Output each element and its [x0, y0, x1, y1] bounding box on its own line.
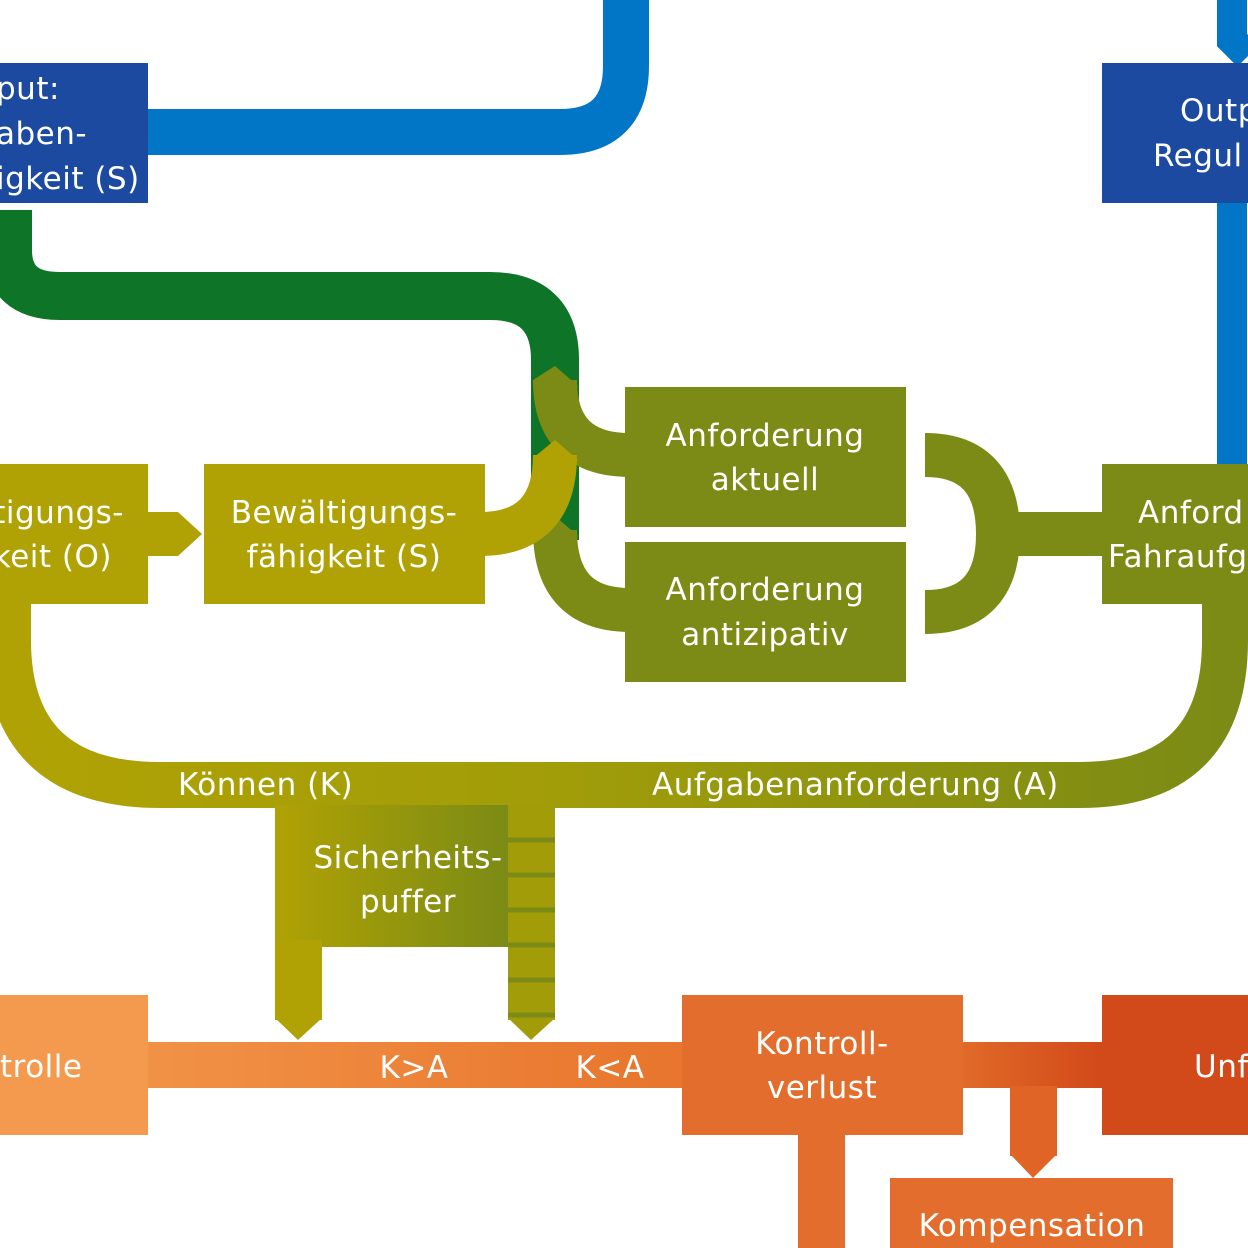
kontrollverlust-label: Kontroll- verlust	[755, 1026, 889, 1106]
anforderung-antizipativ-box	[625, 542, 906, 682]
bewaeltigung-s-box	[204, 464, 485, 604]
svg-text:fähigkeit (S): fähigkeit (S)	[247, 539, 442, 575]
koennen-label: Können (K)	[178, 767, 353, 803]
bewaeltigung-o-box	[0, 464, 148, 604]
kontrollverlust-box	[682, 995, 963, 1135]
merge-connector	[995, 512, 1110, 556]
anforderung-fahraufgabe-box	[1102, 464, 1248, 604]
svg-text:Sicherheits-: Sicherheits-	[313, 840, 502, 876]
svg-text:Kontroll-: Kontroll-	[755, 1026, 889, 1062]
svg-text:antizipativ: antizipativ	[681, 617, 849, 653]
svg-text:aben-: aben-	[0, 116, 87, 152]
sicherheitspuffer-box	[275, 805, 508, 947]
kompensation-label: Kompensation	[919, 1208, 1146, 1244]
svg-text:igkeit (S): igkeit (S)	[0, 161, 140, 197]
anforderung-aktuell-box	[625, 387, 906, 527]
input-box	[0, 63, 148, 203]
arrow-down-icon	[1010, 1154, 1057, 1178]
unfall-label: Unf	[1194, 1049, 1248, 1085]
arrow-down-icon	[275, 1018, 322, 1040]
kontrollverlust-stem	[798, 1135, 845, 1248]
puffer-stem-left	[275, 940, 322, 1020]
bewaeltigung-s-label: Bewältigungs- fähigkeit (S)	[231, 495, 458, 575]
aufgabenanforderung-label: Aufgabenanforderung (A)	[652, 767, 1059, 803]
input-box-label: put: aben- igkeit (S)	[0, 71, 140, 197]
green-feedback-line	[0, 210, 579, 540]
svg-text:Outp: Outp	[1180, 93, 1248, 129]
svg-text:tigungs-: tigungs-	[0, 495, 124, 531]
unfall-box	[1102, 995, 1248, 1135]
svg-text:Bewältigungs-: Bewältigungs-	[231, 495, 458, 531]
u-bar	[0, 600, 1248, 808]
k-greater-a-label: K>A	[379, 1050, 448, 1086]
svg-text:keit (O): keit (O)	[0, 539, 112, 575]
svg-text:put:: put:	[0, 71, 60, 107]
svg-text:verlust: verlust	[767, 1070, 877, 1106]
svg-text:Fahraufg: Fahraufg	[1108, 539, 1248, 575]
kontrolle-label: trolle	[0, 1049, 82, 1085]
merge-curve	[924, 433, 1021, 634]
kompensation-box	[890, 1178, 1173, 1248]
svg-text:Anforderung: Anforderung	[666, 572, 865, 608]
k-less-a-label: K<A	[575, 1050, 644, 1086]
svg-text:puffer: puffer	[360, 884, 456, 920]
svg-text:Regul: Regul	[1153, 138, 1243, 174]
arrow-right-icon	[148, 512, 202, 556]
bewaeltigung-o-label: tigungs- keit (O)	[0, 495, 124, 575]
anforderung-aktuell-label: Anforderung aktuell	[666, 418, 865, 498]
svg-text:aktuell: aktuell	[711, 462, 820, 498]
blue-right-line	[1217, 0, 1248, 465]
arrow-down-icon	[508, 1018, 555, 1040]
sicherheitspuffer-label: Sicherheits- puffer	[313, 840, 502, 920]
kontrolle-box	[0, 995, 148, 1135]
puffer-stripes	[508, 837, 555, 1018]
anforderung-fahraufgabe-label: Anford Fahraufg	[1108, 495, 1248, 575]
kompensation-stem	[1010, 1086, 1057, 1156]
anforderung-antizipativ-label: Anforderung antizipativ	[666, 572, 865, 653]
output-box-label: Outp Regul	[1153, 93, 1248, 174]
svg-text:Anford: Anford	[1138, 495, 1244, 531]
blue-feedback-line	[140, 0, 649, 155]
kontrollverlust-unfall-connector	[963, 1042, 1102, 1088]
svg-text:Anforderung: Anforderung	[666, 418, 865, 454]
output-box	[1102, 63, 1248, 203]
